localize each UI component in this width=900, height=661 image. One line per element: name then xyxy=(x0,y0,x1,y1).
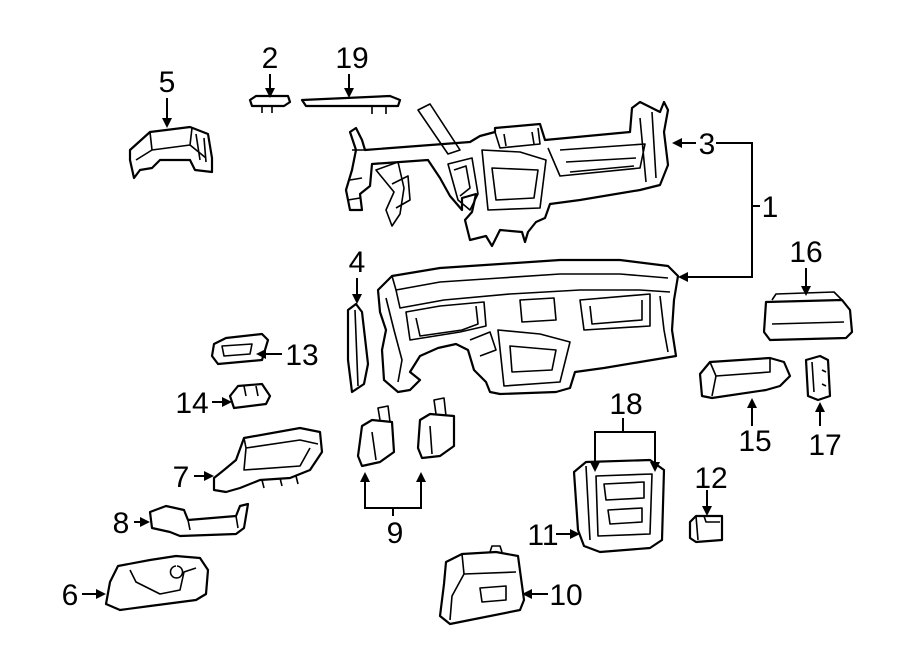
callout-4: 4 xyxy=(349,246,366,279)
part-7-knee-bolster xyxy=(212,426,324,494)
callout-18: 18 xyxy=(609,388,642,421)
callout-1: 1 xyxy=(762,191,779,224)
callout-17: 17 xyxy=(808,429,841,462)
part-2-clip xyxy=(248,94,292,113)
callout-12: 12 xyxy=(694,462,727,495)
part-17-bracket xyxy=(804,354,832,402)
part-10-storage-bin xyxy=(438,545,526,626)
part-11-center-bezel xyxy=(572,458,666,554)
part-13-plate xyxy=(210,332,270,366)
callout-6: 6 xyxy=(62,579,79,612)
callout-15: 15 xyxy=(738,425,771,458)
part-15-glove-box xyxy=(698,356,792,400)
callout-5: 5 xyxy=(159,66,176,99)
part-3-support-frame xyxy=(344,100,670,248)
part-5-column-cover xyxy=(128,125,214,180)
callout-10: 10 xyxy=(549,579,582,612)
callout-2: 2 xyxy=(262,42,279,75)
callout-13: 13 xyxy=(285,339,318,372)
callout-labels: 5 2 19 3 1 4 16 13 14 15 17 18 12 7 8 9 … xyxy=(62,42,842,612)
part-19-trim-strip xyxy=(300,94,402,114)
callout-11: 11 xyxy=(527,519,558,552)
part-8-lower-trim xyxy=(148,502,250,538)
callout-19: 19 xyxy=(335,42,368,75)
part-9-vents xyxy=(356,397,456,468)
part-4-end-cap xyxy=(346,302,370,394)
callout-8: 8 xyxy=(113,507,130,540)
part-1-instrument-panel xyxy=(376,258,680,396)
part-14-clip xyxy=(228,382,272,410)
callout-7: 7 xyxy=(173,461,190,494)
callout-9: 9 xyxy=(387,517,404,550)
callout-16: 16 xyxy=(789,236,822,269)
leader-lines xyxy=(82,74,825,599)
callout-3: 3 xyxy=(699,128,716,161)
part-6-lower-column-cover xyxy=(104,554,210,612)
callout-14: 14 xyxy=(175,387,208,420)
part-12-switch xyxy=(688,514,724,544)
part-16-bezel xyxy=(762,291,854,342)
